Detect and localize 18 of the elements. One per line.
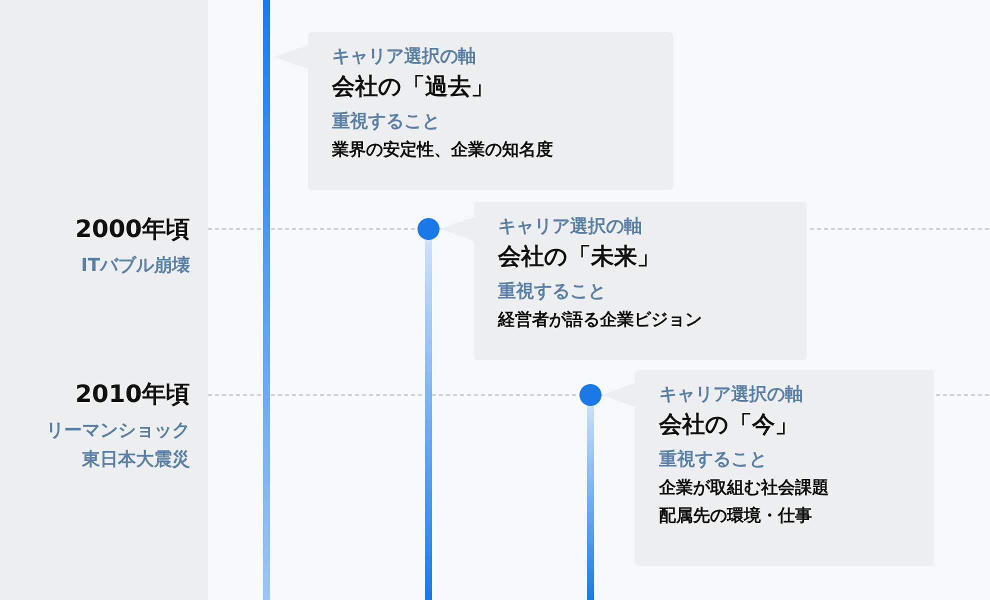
callout-subheading: 重視すること <box>332 110 441 134</box>
year-label: 2000年頃 <box>75 214 190 245</box>
event-label: 東日本大震災 <box>82 448 190 472</box>
callout-heading: キャリア選択の軸 <box>498 215 643 239</box>
callout-title: 会社の「未来」 <box>498 243 661 272</box>
callout-subheading: 重視すること <box>659 448 768 472</box>
callout-subheading: 重視すること <box>498 280 607 304</box>
event-label: リーマンショック <box>46 419 190 443</box>
callout-title: 会社の「今」 <box>659 411 799 440</box>
callout-body: 業界の安定性、企業の知名度 <box>332 139 554 162</box>
callout-heading: キャリア選択の軸 <box>332 45 477 69</box>
year-label: 2010年頃 <box>75 379 190 410</box>
callout-title: 会社の「過去」 <box>332 73 495 102</box>
callout-body: 企業が取組む社会課題 <box>659 477 830 500</box>
callout-body: 経営者が語る企業ビジョン <box>498 309 703 332</box>
callout-heading: キャリア選択の軸 <box>659 383 804 407</box>
callout-body: 配属先の環境・仕事 <box>659 505 813 528</box>
event-label: ITバブル崩壊 <box>81 254 190 278</box>
